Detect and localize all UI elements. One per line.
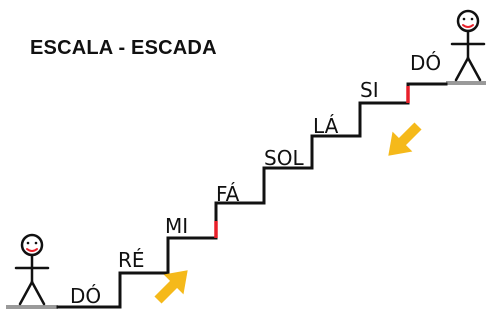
note-label-sol: SOL	[264, 146, 304, 170]
note-label-re: RÉ	[118, 248, 145, 272]
down-arrow-icon	[388, 122, 422, 156]
staircase	[56, 82, 448, 309]
note-label-mi: MI	[165, 214, 189, 238]
up-arrow-icon	[154, 270, 188, 304]
stick-figure-icon-left	[14, 233, 50, 306]
stick-figure-icon-right	[450, 9, 486, 82]
note-label-si: SI	[360, 78, 379, 102]
floor-shadow-right	[446, 81, 486, 85]
note-label-do-high: DÓ	[410, 51, 442, 75]
note-label-fa: FÁ	[216, 182, 240, 206]
floor-shadow-left	[6, 305, 58, 309]
diagram-title: ESCALA - ESCADA	[30, 37, 217, 59]
note-label-la: LÁ	[313, 114, 339, 138]
note-label-do: DÓ	[70, 284, 102, 308]
